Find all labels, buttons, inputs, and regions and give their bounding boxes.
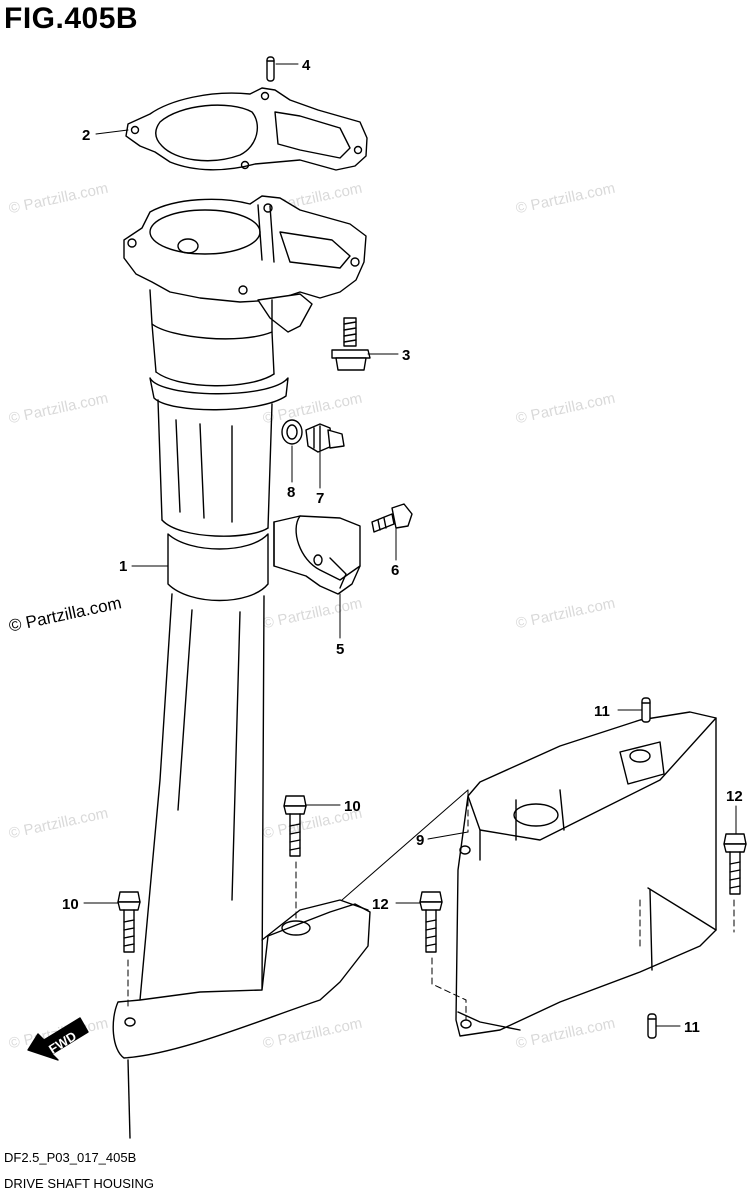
part-6-bolt [371, 503, 413, 533]
leader-lines [83, 63, 737, 1027]
callout-2: 2 [82, 127, 90, 144]
part-9-cover [455, 711, 717, 1037]
fwd-arrow: FWD [27, 1017, 89, 1061]
callout-1: 1 [119, 558, 127, 575]
figure-caption: DRIVE SHAFT HOUSING [4, 1176, 155, 1191]
assembly-lines [127, 789, 735, 1021]
part-3-bolt [331, 317, 371, 371]
part-8-washer [281, 419, 303, 445]
part-1-drive-shaft-housing [112, 195, 371, 1139]
figure-title: FIG.405B [4, 2, 139, 35]
part-4-pin [266, 56, 275, 82]
callout-labels: 4 2 3 8 7 6 1 5 10 10 9 12 11 12 11 [62, 57, 743, 1036]
part-2-gasket [125, 87, 368, 171]
part-10-bolt-lower [117, 891, 141, 953]
callout-12-right: 12 [726, 788, 743, 805]
callout-10-lower: 10 [62, 896, 79, 913]
part-11-pin-upper [641, 697, 651, 723]
callout-6: 6 [391, 562, 399, 579]
part-7-plug-screw [305, 423, 345, 453]
figure-code: DF2.5_P03_017_405B [4, 1150, 137, 1165]
callout-3: 3 [402, 347, 410, 364]
part-11-pin-lower [647, 1013, 657, 1039]
callout-9: 9 [416, 832, 424, 849]
callout-8: 8 [287, 484, 295, 501]
callout-4: 4 [302, 57, 311, 74]
callout-11-lower: 11 [684, 1019, 700, 1036]
callout-5: 5 [336, 641, 344, 658]
callout-12-left: 12 [372, 896, 389, 913]
callout-7: 7 [316, 490, 324, 507]
callout-10-upper: 10 [344, 798, 361, 815]
part-10-bolt-upper [283, 795, 307, 857]
part-12-bolt-left [419, 891, 443, 953]
part-12-bolt-right [723, 833, 747, 895]
part-5-clamp [273, 515, 361, 595]
callout-11-upper: 11 [594, 703, 610, 720]
